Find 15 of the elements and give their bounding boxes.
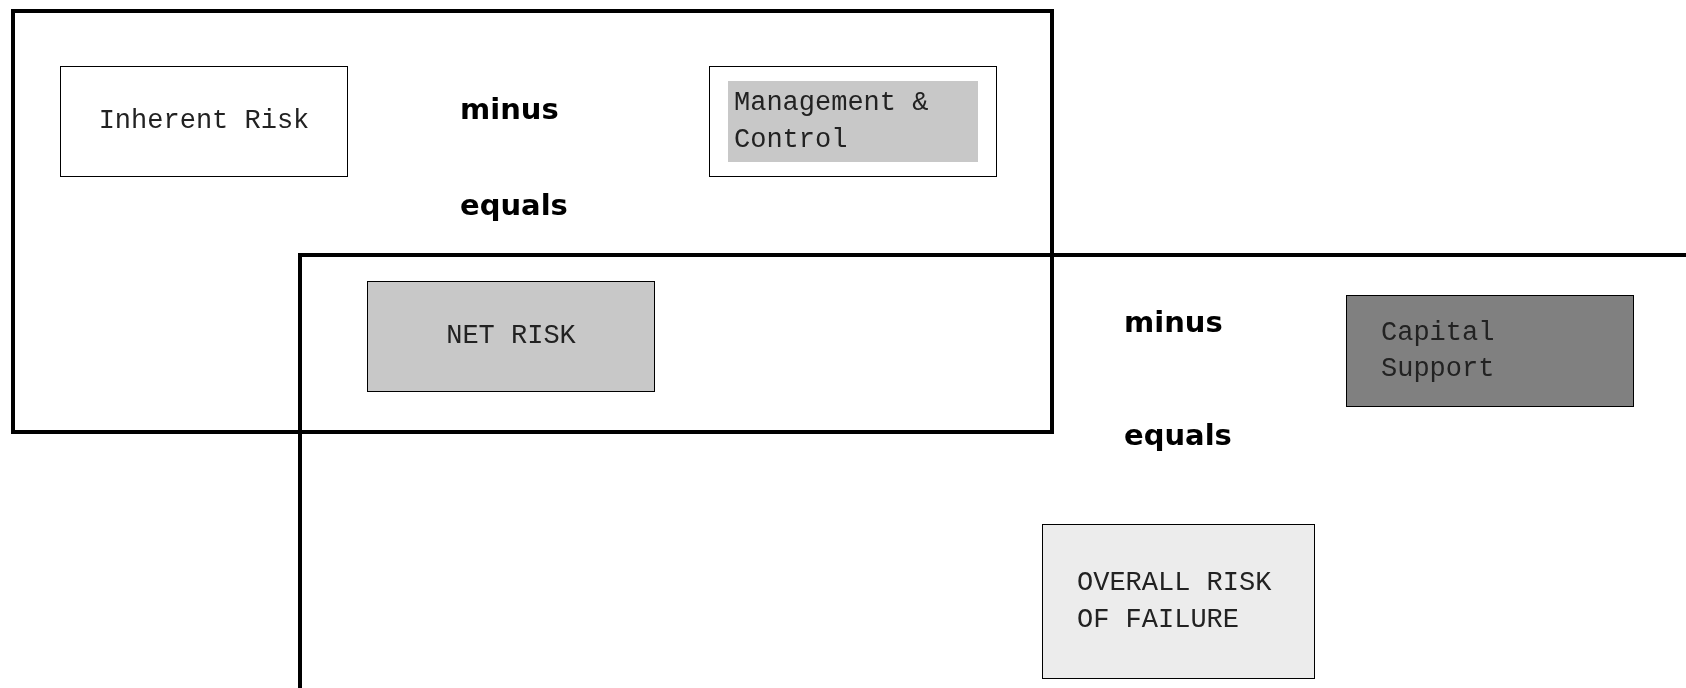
operator-word: equals	[460, 188, 568, 222]
box-label: Capital Support	[1381, 316, 1496, 386]
operator-word: equals	[1124, 418, 1232, 452]
risk-box	[60, 66, 348, 177]
box-label: Inherent Risk	[98, 105, 310, 139]
box-label: NET RISK	[446, 320, 576, 354]
operator-word: minus	[460, 92, 559, 126]
net-risk-box	[367, 281, 655, 392]
box-label: OVERALL RISK OF FAILURE	[1077, 567, 1273, 637]
outcome-box	[1042, 524, 1315, 679]
capital-box	[1346, 295, 1634, 407]
control-box	[709, 66, 997, 177]
box-label: Management & Control	[728, 81, 978, 162]
group-frame	[298, 253, 1686, 688]
operator-word: minus	[1124, 305, 1223, 339]
